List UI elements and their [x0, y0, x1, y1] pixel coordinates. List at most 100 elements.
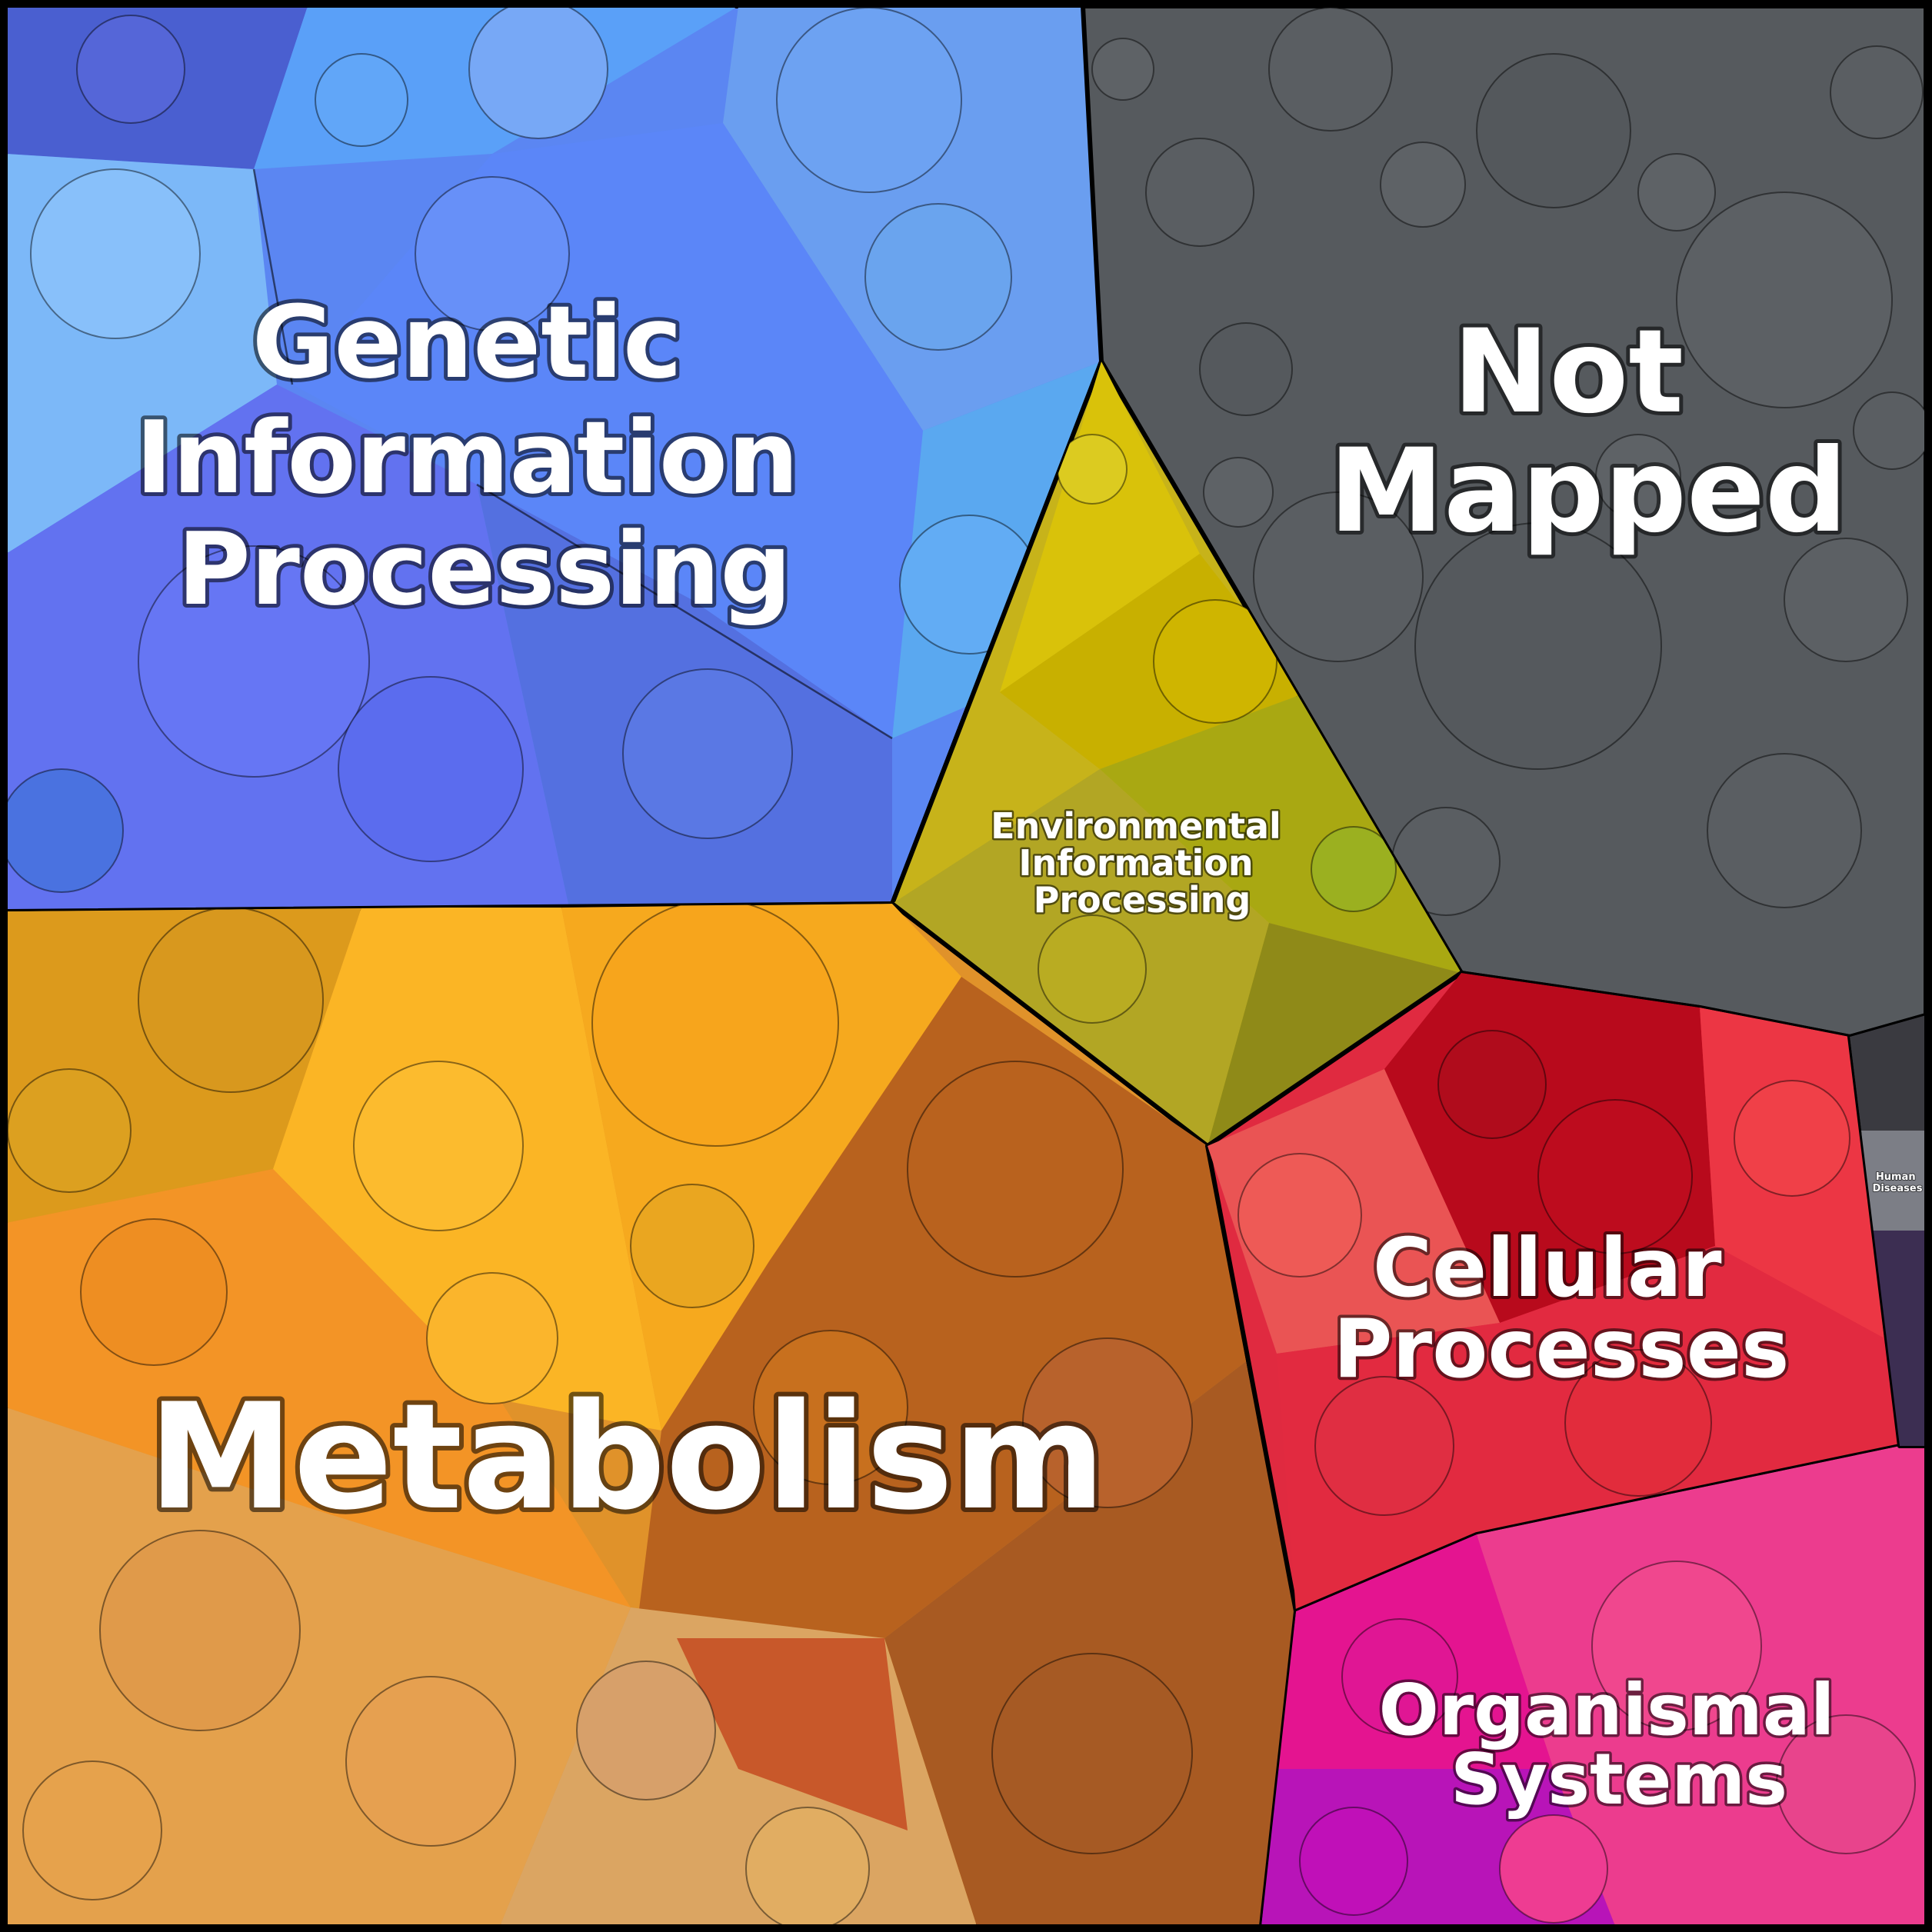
not-mapped-bubble [1414, 522, 1662, 770]
metabolism-bubble [22, 1760, 162, 1900]
metabolism-bubble [80, 1218, 228, 1366]
cellular-subcells [1208, 973, 1900, 1611]
label-human-diseases-line-1: Human [1876, 1171, 1916, 1183]
region-cellular-processes [1205, 971, 1902, 1614]
not-mapped-bubble [1091, 38, 1154, 101]
genetic-bubble [864, 203, 1012, 351]
region-metabolism [4, 901, 1298, 1928]
environmental-subcell [1000, 361, 1200, 692]
label-cellular-processes: Cellular Processes [1333, 1221, 1789, 1396]
metabolism-bubble [99, 1530, 301, 1731]
label-organismal-line-1: Organismal [1379, 1669, 1835, 1751]
labels: Genetic Information Processing Not Mappe… [132, 280, 1924, 1824]
label-environmental-line-2: Information [1018, 842, 1253, 884]
organismal-bubble [1341, 1618, 1458, 1735]
not-mapped-bubble [1268, 7, 1393, 132]
human-diseases-subcells [1850, 1015, 1926, 1446]
label-genetic-line-2: Information [135, 399, 799, 516]
metabolism-bubble [138, 907, 324, 1093]
metabolism-bubble [591, 904, 839, 1147]
label-environmental-information-processing: Environmental Information Processing [991, 805, 1294, 921]
metabolism-subcell [884, 1361, 1296, 1926]
organismal-subcells [1261, 1446, 1926, 1926]
not-mapped-bubble [1676, 192, 1893, 408]
region-environmental-information-processing [890, 359, 1464, 1148]
metabolism-bubble [907, 1061, 1124, 1277]
label-genetic-information-processing: Genetic Information Processing [135, 284, 834, 628]
genetic-bubble [622, 668, 793, 839]
cellular-bubble [1437, 1030, 1547, 1139]
metabolism-bubble [753, 1330, 908, 1485]
genetic-bubble [138, 545, 370, 778]
not-mapped-bubbles [1091, 7, 1926, 916]
label-not-mapped: Not Mapped [1329, 305, 1847, 558]
environmental-subcell [1208, 923, 1461, 1146]
region-genetic-information-processing [4, 4, 1104, 914]
cellular-bubble [1537, 1099, 1693, 1254]
genetic-subcells [6, 6, 1101, 911]
genetic-bubble [6, 768, 124, 893]
environmental-subcells [892, 361, 1461, 1146]
cellular-bubble [1734, 1080, 1850, 1197]
metabolism-bubble [345, 1676, 516, 1847]
environmental-bubble [1038, 914, 1147, 1024]
label-not-mapped-line-1: Not [1453, 305, 1684, 439]
not-mapped-bubble [1476, 53, 1631, 208]
label-human-diseases: Human Diseases [1873, 1171, 1923, 1194]
not-mapped-bubble [1830, 45, 1924, 139]
label-environmental-line-3: Processing [1034, 879, 1251, 921]
not-mapped-bubble [1145, 138, 1254, 247]
environmental-bubble [1311, 826, 1397, 912]
not-mapped-bubble [1253, 491, 1424, 662]
metabolism-subcell [677, 1638, 908, 1830]
organismal-bubble [1299, 1807, 1408, 1916]
label-cellular-line-1: Cellular [1373, 1221, 1722, 1315]
genetic-bubble [415, 176, 570, 331]
label-organismal-line-2: Systems [1451, 1738, 1787, 1820]
cellular-bubble [1564, 1349, 1712, 1497]
metabolism-bubble [1022, 1337, 1193, 1508]
organismal-bubble [1499, 1814, 1608, 1924]
metabolism-bubble [353, 1061, 524, 1231]
metabolism-bubble [630, 1184, 754, 1308]
metabolism-bubble [426, 1272, 558, 1404]
genetic-bubble [30, 168, 201, 339]
genetic-bubble [776, 7, 962, 193]
label-organismal-systems: Organismal Systems [1379, 1669, 1860, 1820]
organismal-bubble [1591, 1561, 1762, 1731]
label-genetic-line-3: Processing [178, 511, 792, 628]
not-mapped-bubble [1707, 753, 1862, 908]
not-mapped-bubble [1784, 538, 1908, 662]
genetic-sub-line [252, 168, 294, 385]
label-genetic-line-1: Genetic [252, 284, 682, 401]
label-not-mapped-line-2: Mapped [1329, 425, 1847, 558]
label-human-diseases-line-2: Diseases [1873, 1183, 1923, 1194]
metabolism-bubble [991, 1653, 1193, 1854]
region-organismal-systems [1259, 1444, 1928, 1928]
metabolism-bubble [745, 1807, 870, 1926]
genetic-sub-line [476, 483, 893, 740]
not-mapped-bubble [1199, 322, 1293, 416]
human-diseases-subcell [1861, 1131, 1926, 1231]
cellular-bubble [1237, 1153, 1362, 1277]
genetic-bubble [468, 6, 608, 139]
label-cellular-line-2: Processes [1333, 1302, 1789, 1396]
metabolism-bubble [576, 1661, 716, 1800]
environmental-bubble [1153, 599, 1277, 724]
genetic-bubble [315, 53, 408, 147]
not-mapped-bubble [1853, 391, 1926, 470]
genetic-bubble [76, 15, 185, 124]
not-mapped-bubble [1637, 153, 1716, 232]
genetic-bubble [338, 676, 524, 862]
region-not-mapped [1081, 4, 1928, 1039]
human-diseases-subcell [1850, 1015, 1926, 1131]
organismal-bubble [1776, 1714, 1916, 1854]
region-human-diseases [1847, 1013, 1928, 1448]
human-diseases-subcell [1869, 1231, 1926, 1446]
cellular-bubble [1314, 1376, 1454, 1516]
not-mapped-bubble [1203, 457, 1274, 528]
metabolism-subcells [6, 904, 1296, 1926]
not-mapped-bubble [1380, 142, 1466, 228]
